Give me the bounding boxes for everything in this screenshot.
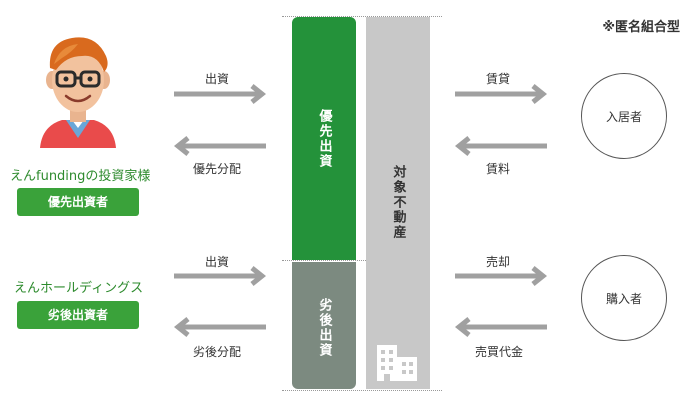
buyer-label: 購入者 (605, 291, 642, 306)
label-lease: 賃貸 (486, 72, 511, 86)
label-sale-proceeds: 売買代金 (475, 345, 524, 359)
label-sale: 売却 (486, 255, 511, 269)
subordinate-investor-badge: 劣後出資者 (17, 301, 139, 329)
arrow-left-icon (173, 136, 266, 156)
tenant-circle: 入居者 (581, 73, 667, 159)
buyer-circle: 購入者 (581, 255, 667, 341)
top-divider (282, 16, 442, 17)
label-rent: 賃料 (486, 162, 511, 176)
arrow-left-icon (454, 136, 547, 156)
bottom-divider (282, 390, 442, 391)
priority-investment-column: 優先出資 (292, 17, 356, 260)
label-priority-distribution: 優先分配 (193, 162, 242, 176)
holding-name: えんホールディングス (14, 281, 144, 296)
scheme-type-note: ※匿名組合型 (602, 20, 680, 35)
arrow-right-icon (174, 84, 267, 104)
arrow-right-icon (455, 84, 548, 104)
avatar-man-icon (40, 37, 116, 148)
middle-divider (282, 260, 366, 261)
label-investment-top: 出資 (205, 72, 230, 86)
priority-investor-badge: 優先出資者 (17, 188, 139, 216)
property-column: 対象不動産 (366, 17, 430, 389)
arrow-right-icon (455, 266, 548, 286)
priority-investment-label: 優先出資 (316, 109, 332, 169)
subordinate-investment-label: 劣後出資 (316, 298, 332, 358)
property-label: 対象不動産 (390, 165, 406, 240)
subordinate-investment-column: 劣後出資 (292, 262, 356, 389)
label-subordinate-distribution: 劣後分配 (193, 345, 242, 359)
arrow-left-icon (173, 317, 266, 337)
tenant-label: 入居者 (605, 109, 642, 124)
arrow-right-icon (174, 266, 267, 286)
investor-name: えんfundingの投資家様 (10, 169, 151, 184)
label-investment-bottom: 出資 (205, 255, 230, 269)
arrow-left-icon (454, 317, 547, 337)
building-icon (377, 345, 417, 381)
